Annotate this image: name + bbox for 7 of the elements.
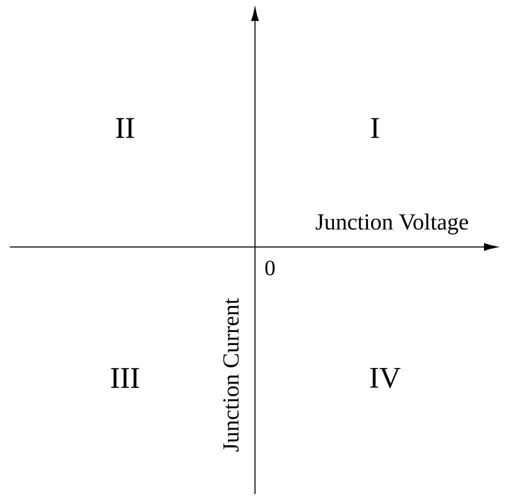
quadrant-label: III — [111, 368, 139, 388]
origin-label: 0 — [265, 260, 275, 276]
axis-label: Junction Voltage — [316, 214, 468, 234]
axis-label: Junction Current — [223, 298, 239, 452]
quadrant-label: I — [371, 118, 379, 138]
quadrant-label: IV — [370, 368, 400, 388]
quadrant-label: II — [116, 118, 134, 138]
